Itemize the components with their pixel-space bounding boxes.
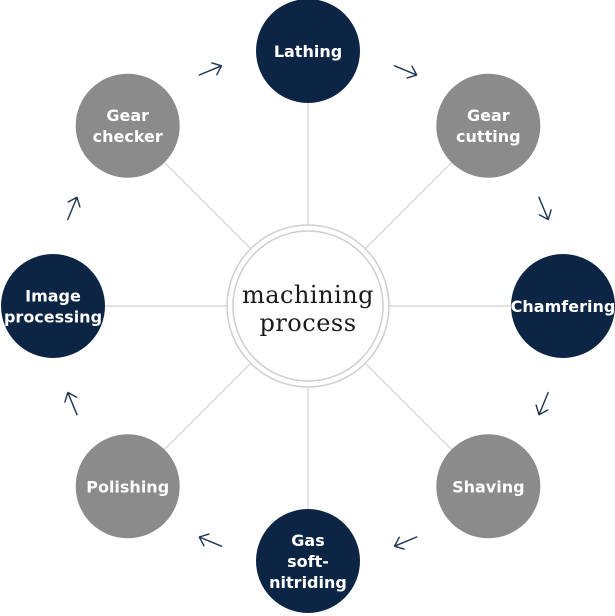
step-shaving: Shaving [436, 434, 541, 539]
step-chamfering: Chamfering [511, 254, 615, 358]
step-label-chamfering-1: Chamfering [511, 297, 615, 316]
step-gas-soft-nitriding: Gas soft-nitriding [256, 509, 360, 613]
step-label-gear-checker-1: Gear [106, 106, 149, 125]
step-label-gear-cutting-1: Gear [467, 106, 510, 125]
spoke-polishing [164, 362, 252, 450]
center-outer-ring [226, 224, 390, 388]
step-circle-gear-checker [75, 73, 180, 178]
center-label-line-2: process [259, 309, 356, 337]
step-circle-chamfering [511, 254, 615, 358]
step-image-processing: Image processing [1, 254, 105, 358]
step-label-shaving-1: Shaving [452, 477, 524, 496]
spoke-gear-cutting [364, 162, 452, 250]
step-label-gear-cutting-2: cutting [456, 127, 521, 146]
spoke-shaving [364, 362, 452, 450]
step-circle-gear-cutting [436, 73, 541, 178]
center-inner-ring [232, 230, 384, 382]
arrow-icon-shaving-to-gas-soft-nitriding [393, 536, 418, 550]
arrow-icon-polishing-to-image-processing [64, 391, 78, 416]
step-label-image-processing-2: processing [4, 308, 102, 327]
step-circle-gas-soft-nitriding [256, 509, 360, 613]
step-label-gas-soft-nitriding-3: nitriding [269, 573, 347, 592]
spokes [105, 103, 511, 509]
step-lathing: Lathing [256, 0, 360, 103]
step-label-image-processing-1: Image [25, 287, 81, 306]
arrow-icon-gear-checker-to-lathing [198, 62, 223, 76]
arrow-icon-image-processing-to-gear-checker [67, 196, 81, 221]
step-label-gas-soft-nitriding-1: Gas [291, 531, 324, 550]
spoke-gear-checker [164, 162, 252, 250]
step-polishing: Polishing [75, 434, 180, 539]
step-label-gas-soft-nitriding-2: soft- [287, 552, 329, 571]
step-label-lathing-1: Lathing [274, 42, 342, 61]
step-label-polishing-1: Polishing [86, 477, 169, 496]
arrow-icon-lathing-to-gear-cutting [393, 65, 418, 79]
center-hub: machining process [226, 224, 390, 388]
step-circle-polishing [75, 434, 180, 539]
arrow-icon-gear-cutting-to-chamfering [538, 196, 552, 221]
step-circle-image-processing [1, 254, 105, 358]
arrow-icon-gas-soft-nitriding-to-polishing [198, 533, 223, 547]
arrow-icon-chamfering-to-shaving [535, 391, 549, 416]
step-gear-checker: Gear checker [75, 73, 180, 178]
step-label-gear-checker-2: checker [93, 127, 163, 146]
step-circle-shaving [436, 434, 541, 539]
flow-arrows [64, 62, 552, 550]
center-label-line-1: machining [242, 281, 374, 309]
step-gear-cutting: Gear cutting [436, 73, 541, 178]
step-circle-lathing [256, 0, 360, 103]
